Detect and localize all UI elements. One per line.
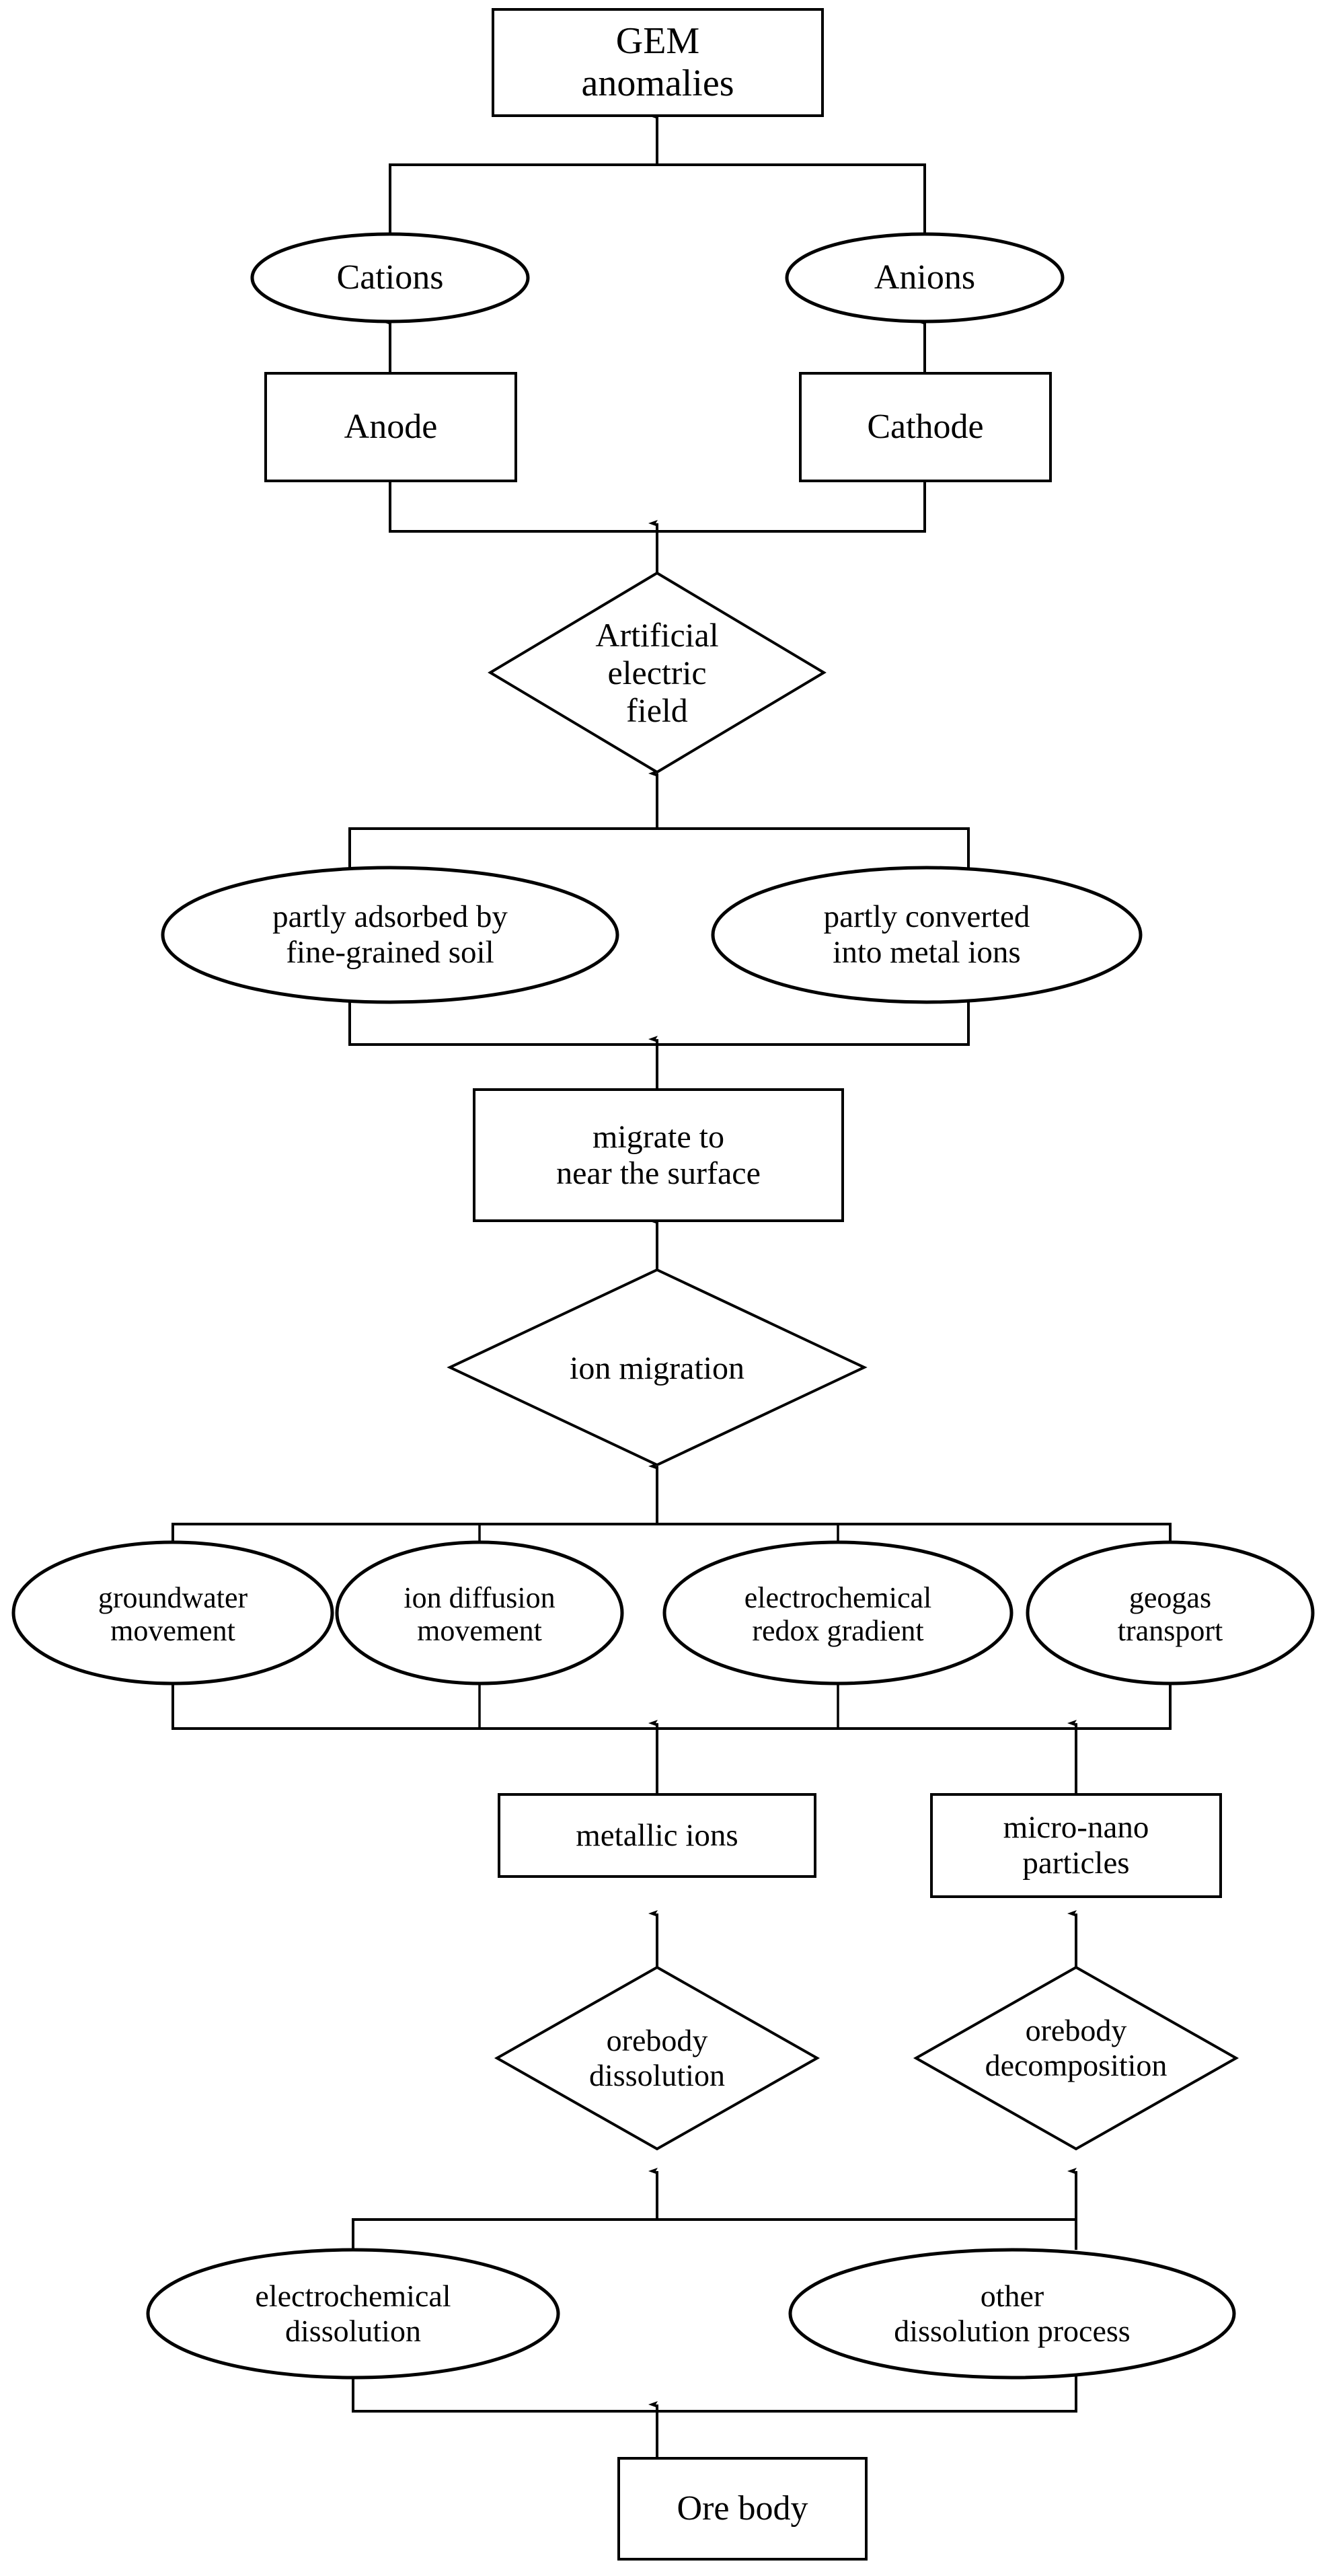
node-partly-converted-shape[interactable] xyxy=(711,866,1143,1004)
node-gem-anomalies-shape[interactable] xyxy=(492,8,824,117)
connector-partly-to-field xyxy=(348,827,970,868)
node-anions-shape[interactable] xyxy=(785,232,1065,324)
node-groundwater-movement-shape[interactable] xyxy=(11,1540,334,1685)
node-electrochemical-dissolution-shape[interactable] xyxy=(146,2248,560,2380)
node-redox-gradient-shape[interactable] xyxy=(662,1540,1013,1685)
node-cathode-shape[interactable] xyxy=(799,372,1052,482)
connector-cations-anions-to-gem xyxy=(389,163,926,235)
node-migrate-to-surface-shape[interactable] xyxy=(473,1088,844,1222)
node-ore-body-shape[interactable] xyxy=(617,2457,868,2561)
node-ion-migration-shape[interactable] xyxy=(447,1268,868,1467)
node-artificial-electric-field-shape[interactable] xyxy=(488,571,827,774)
node-anode-shape[interactable] xyxy=(264,372,517,482)
connector-dissolution-bracket xyxy=(352,2218,1077,2250)
connector-migrate-to-partly xyxy=(348,1002,970,1046)
node-ion-diffusion-shape[interactable] xyxy=(335,1540,624,1685)
node-orebody-decomposition-shape[interactable] xyxy=(913,1965,1239,2151)
node-partly-adsorbed-shape[interactable] xyxy=(161,866,619,1004)
node-cations-shape[interactable] xyxy=(250,232,530,324)
connector-sources-to-transport xyxy=(171,1683,1172,1730)
node-other-dissolution-process-shape[interactable] xyxy=(788,2248,1236,2380)
node-geogas-transport-shape[interactable] xyxy=(1026,1540,1315,1685)
node-orebody-dissolution-shape[interactable] xyxy=(494,1965,820,2151)
connector-transport-bracket-to-ionmigration xyxy=(171,1523,1172,1542)
node-metallic-ions-shape[interactable] xyxy=(498,1793,816,1878)
shape-layer xyxy=(11,8,1315,2561)
node-micro-nano-particles-shape[interactable] xyxy=(930,1793,1222,1898)
